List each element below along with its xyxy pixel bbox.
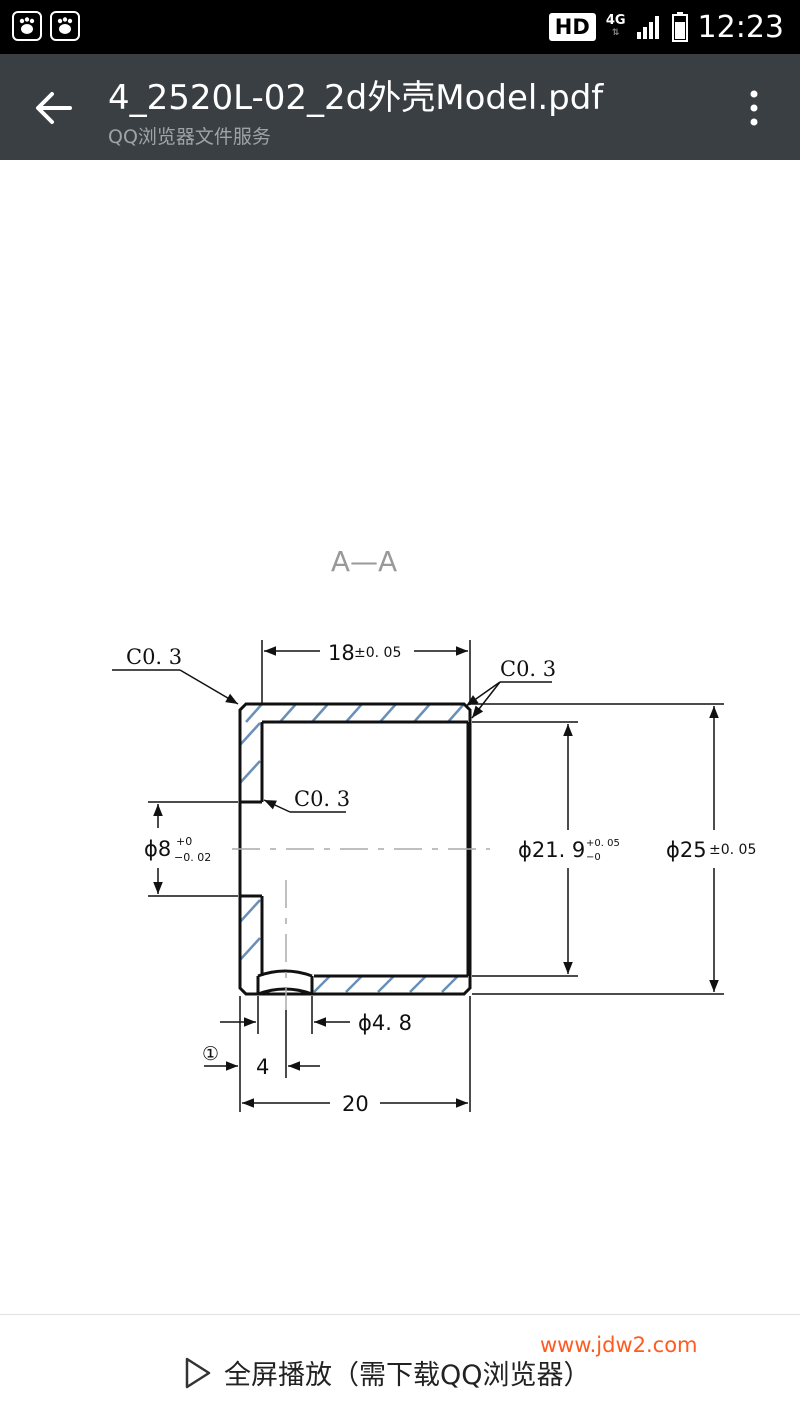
dim-inner-diameter-tol-upper: +0. 05 (586, 838, 620, 849)
battery-icon (671, 12, 688, 42)
more-vert-icon (750, 90, 758, 126)
chamfer-arrow-top-right-b (471, 681, 501, 719)
dim-bore-tol-upper: +0 (176, 835, 192, 848)
status-bar: HD 4G ⇅ 12:23 (0, 0, 800, 54)
notification-icons (12, 11, 80, 41)
centre-lines (232, 848, 490, 1010)
document-subtitle: QQ浏览器文件服务 (108, 126, 271, 148)
dim-inner-diameter (472, 721, 578, 977)
dim-outer-diameter-tol: ±0. 05 (709, 842, 756, 858)
technical-drawing: A—A (112, 545, 756, 1116)
back-arrow-icon (36, 92, 72, 124)
fullscreen-play-button[interactable]: 全屏播放（需下载QQ浏览器） (184, 1353, 591, 1392)
bottom-bar: www.jdw2.com 全屏播放（需下载QQ浏览器） (0, 1314, 800, 1422)
dim-overall-length-value: 20 (342, 1092, 369, 1116)
dim-inner-diameter-value: ϕ21. 9 (518, 838, 585, 862)
play-icon (185, 1357, 211, 1388)
watermark: www.jdw2.com (540, 1333, 698, 1357)
dim-length-main-tol: ±0. 05 (354, 645, 401, 661)
dim-bore-tol-lower: −0. 02 (174, 851, 211, 864)
baidu-app-icon (12, 11, 42, 41)
chamfer-top-left-label: C0. 3 (126, 645, 182, 669)
baidu-app-icon (50, 11, 80, 41)
back-button[interactable] (30, 84, 78, 132)
system-indicators: HD 4G ⇅ 12:23 (548, 8, 784, 46)
dim-outer-diameter-value: ϕ25 (666, 838, 707, 862)
fullscreen-play-label: 全屏播放（需下载QQ浏览器） (224, 1360, 591, 1391)
document-title: 4_2520L-02_2d外壳Model.pdf (108, 78, 604, 118)
dim-hole-position (204, 996, 320, 1112)
pdf-page[interactable]: A—A (0, 160, 800, 1314)
chamfer-arrow-top-left (179, 669, 239, 705)
note-marker: ① (202, 1043, 219, 1065)
dim-bore (148, 801, 238, 897)
network-type: 4G ⇅ (606, 14, 626, 40)
chamfer-top-right-label: C0. 3 (500, 657, 556, 681)
section-hatching (239, 703, 465, 993)
dim-length-main-value: 18 (328, 641, 355, 665)
dim-overall-length (242, 996, 471, 1112)
app-bar: 4_2520L-02_2d外壳Model.pdf QQ浏览器文件服务 (0, 54, 800, 160)
dim-hole (220, 996, 350, 1034)
dim-length-main (261, 640, 471, 704)
data-activity-icon: ⇅ (611, 28, 620, 38)
chamfer-arrow-inner (263, 799, 291, 813)
dim-inner-diameter-tol-lower: −0 (586, 852, 601, 863)
dim-bore-value: ϕ8 (144, 837, 171, 861)
dim-hole-position-value: 4 (256, 1055, 269, 1079)
chamfer-inner-label: C0. 3 (294, 787, 350, 811)
hd-voice-badge: HD (548, 13, 596, 41)
signal-strength-icon (636, 16, 659, 39)
chamfer-arrow-top-right-a (465, 681, 501, 707)
dim-outer-diameter (472, 703, 724, 995)
section-label: A—A (331, 545, 397, 578)
clock: 12:23 (697, 9, 784, 45)
network-type-label: 4G (605, 13, 626, 28)
dim-hole-value: ϕ4. 8 (358, 1011, 412, 1035)
overflow-menu-button[interactable] (748, 84, 760, 132)
